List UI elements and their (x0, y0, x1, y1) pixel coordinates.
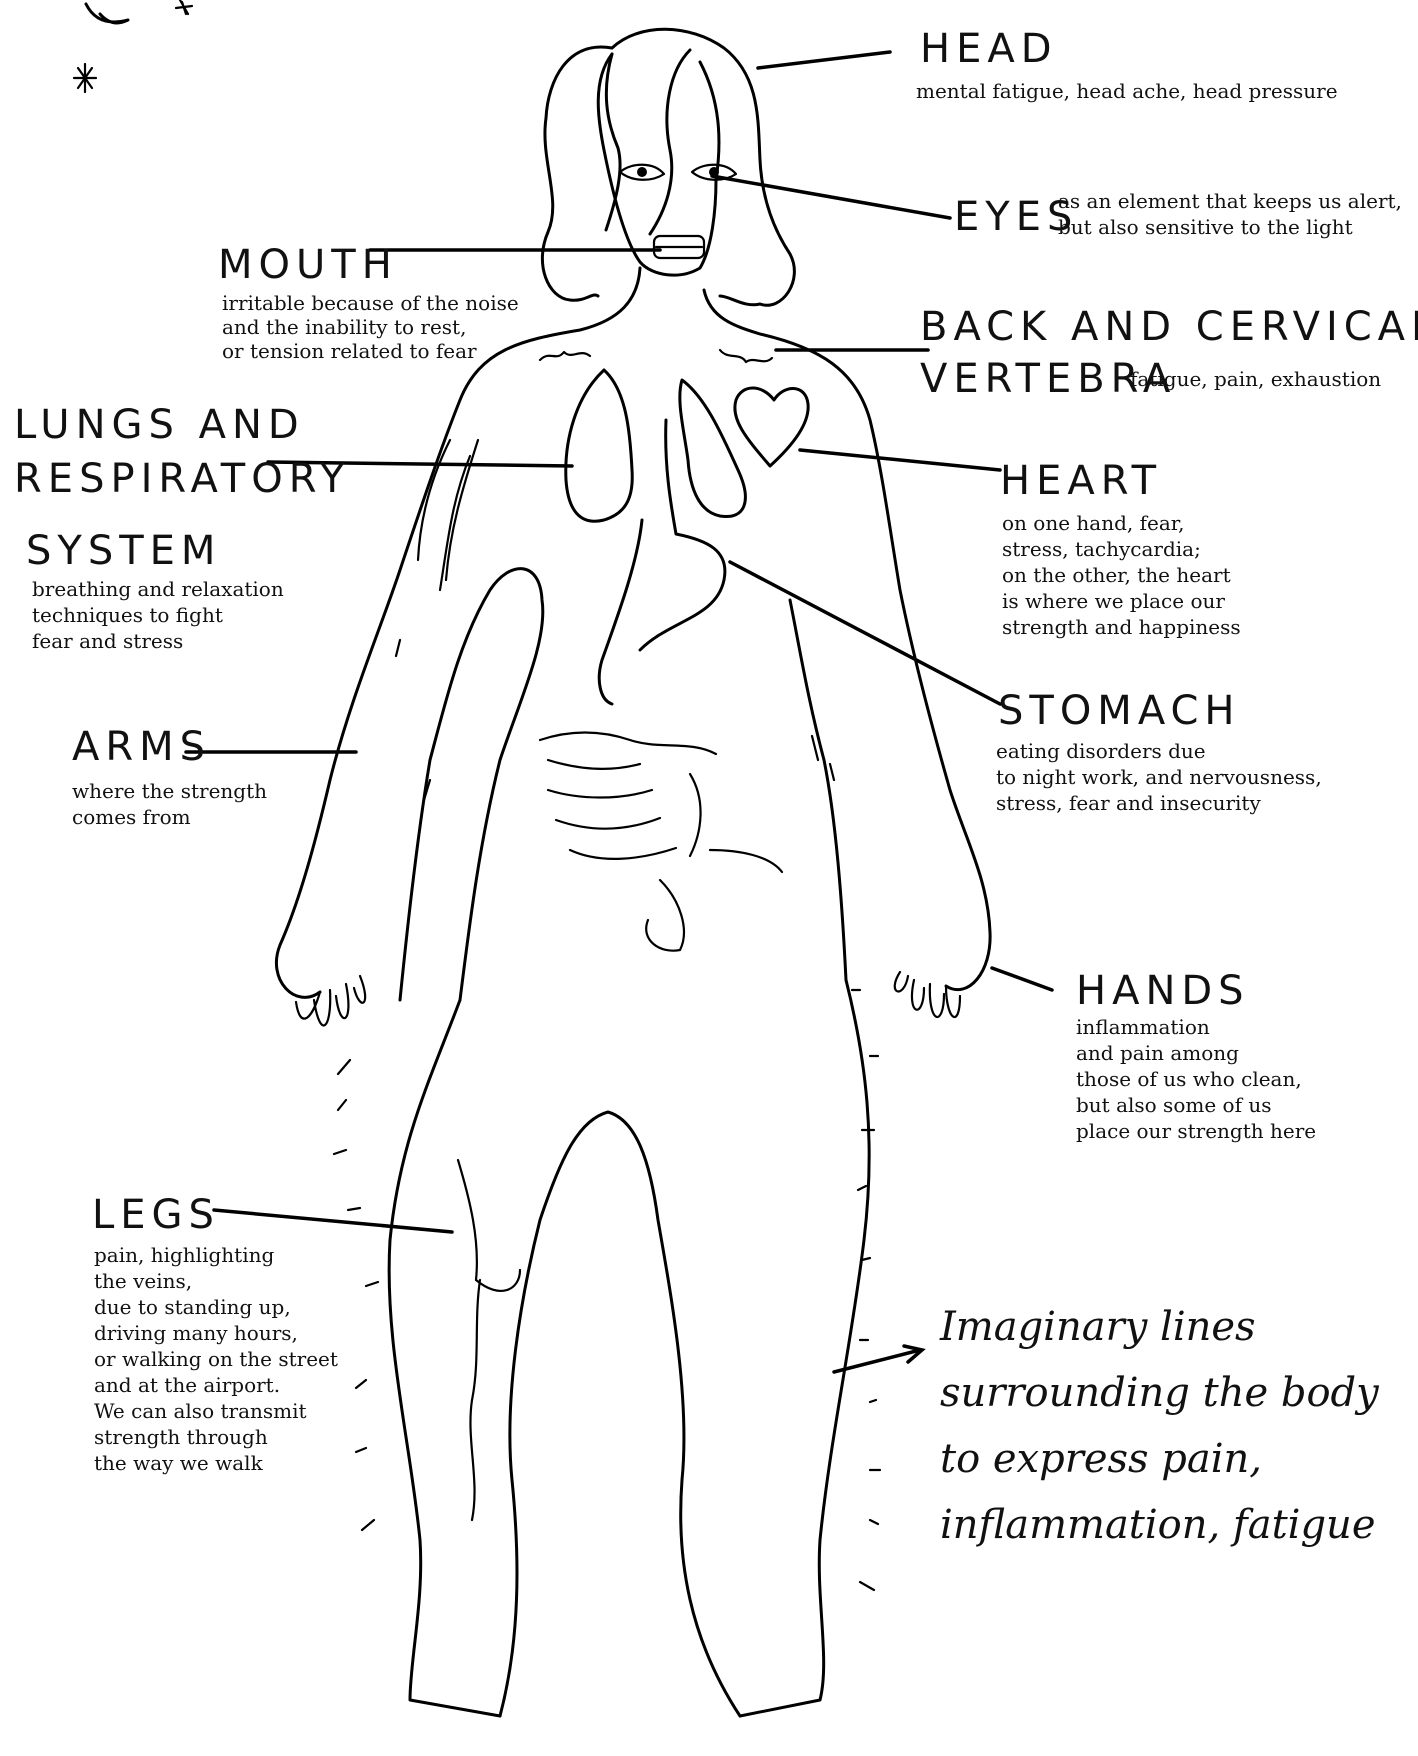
label-hands: HANDS inflammation and pain among those … (1076, 968, 1316, 1143)
label-lungs-title-2: RESPIRATORY (14, 456, 350, 502)
label-legs-desc-5: or walking on the street (94, 1347, 338, 1371)
label-heart-desc-1: on one hand, fear, (1002, 511, 1184, 535)
label-legs-desc-6: and at the airport. (94, 1373, 280, 1397)
label-legs-title: LEGS (92, 1192, 220, 1238)
label-arms-desc-2: comes from (72, 805, 191, 829)
label-legs-desc-8: strength through (94, 1425, 268, 1449)
label-mouth: MOUTH irritable because of the noise and… (218, 242, 519, 363)
label-lungs-title-1: LUNGS AND (14, 402, 305, 448)
note-line-4: inflammation, fatigue (940, 1502, 1376, 1548)
label-heart-desc-5: strength and happiness (1002, 615, 1241, 639)
label-lungs-desc-1: breathing and relaxation (32, 577, 284, 601)
label-back-title-1: BACK AND CERVICAL (920, 304, 1418, 350)
heart-drawing (735, 388, 808, 466)
label-lungs: LUNGS AND RESPIRATORY SYSTEM breathing a… (14, 402, 350, 653)
label-arms-title: ARMS (72, 724, 211, 770)
label-heart-title: HEART (1000, 458, 1162, 504)
label-hands-title: HANDS (1076, 968, 1250, 1014)
note-line-2: surrounding the body (940, 1370, 1380, 1416)
label-hands-desc-1: inflammation (1076, 1015, 1210, 1039)
label-heart-desc-2: stress, tachycardia; (1002, 537, 1201, 561)
label-legs-desc-7: We can also transmit (94, 1399, 307, 1423)
label-back-desc: fatigue, pain, exhaustion (1130, 367, 1381, 391)
label-legs: LEGS pain, highlighting the veins, due t… (92, 1192, 338, 1475)
label-back: BACK AND CERVICAL VERTEBRA fatigue, pain… (920, 304, 1418, 402)
mouth-drawing (654, 236, 704, 258)
label-stomach-desc-3: stress, fear and insecurity (996, 791, 1261, 815)
label-head: HEAD mental fatigue, head ache, head pre… (916, 26, 1338, 103)
label-hands-desc-5: place our strength here (1076, 1119, 1316, 1143)
label-heart-desc-3: on the other, the heart (1002, 563, 1231, 587)
label-hands-desc-3: those of us who clean, (1076, 1067, 1302, 1091)
note-line-3: to express pain, (940, 1436, 1262, 1482)
label-hands-desc-4: but also some of us (1076, 1093, 1271, 1117)
label-stomach-desc-2: to night work, and nervousness, (996, 765, 1322, 789)
label-eyes-desc-1: as an element that keeps us alert, (1058, 189, 1402, 213)
label-legs-desc-3: due to standing up, (94, 1295, 291, 1319)
note-line-1: Imaginary lines (939, 1304, 1256, 1350)
label-arms: ARMS where the strength comes from (72, 724, 267, 829)
label-legs-desc-2: the veins, (94, 1269, 192, 1293)
label-eyes-desc-2: but also sensitive to the light (1058, 215, 1353, 239)
label-stomach-desc-1: eating disorders due (996, 739, 1206, 763)
vein-marks (418, 350, 772, 1520)
label-lungs-title-3: SYSTEM (26, 528, 221, 574)
label-mouth-title: MOUTH (218, 242, 398, 288)
label-mouth-desc-2: and the inability to rest, (222, 315, 466, 339)
label-lungs-desc-3: fear and stress (32, 629, 183, 653)
label-heart: HEART on one hand, fear, stress, tachyca… (1000, 458, 1241, 639)
label-lungs-desc-2: techniques to fight (32, 603, 223, 627)
label-legs-desc-1: pain, highlighting (94, 1243, 274, 1267)
moon-and-stars-decoration (74, 0, 192, 92)
label-head-desc: mental fatigue, head ache, head pressure (916, 79, 1338, 103)
imaginary-lines-note: Imaginary lines surrounding the body to … (939, 1304, 1380, 1548)
label-stomach: STOMACH eating disorders due to night wo… (996, 688, 1322, 815)
label-heart-desc-4: is where we place our (1002, 589, 1225, 613)
label-head-title: HEAD (920, 26, 1058, 72)
label-eyes: EYES as an element that keeps us alert, … (954, 189, 1402, 240)
label-mouth-desc-3: or tension related to fear (222, 339, 477, 363)
label-stomach-title: STOMACH (998, 688, 1241, 734)
lungs-drawing (566, 370, 746, 521)
label-legs-desc-9: the way we walk (94, 1451, 264, 1475)
label-legs-desc-4: driving many hours, (94, 1321, 298, 1345)
label-mouth-desc-1: irritable because of the noise (222, 291, 519, 315)
label-arms-desc-1: where the strength (72, 779, 267, 803)
label-hands-desc-2: and pain among (1076, 1041, 1239, 1065)
